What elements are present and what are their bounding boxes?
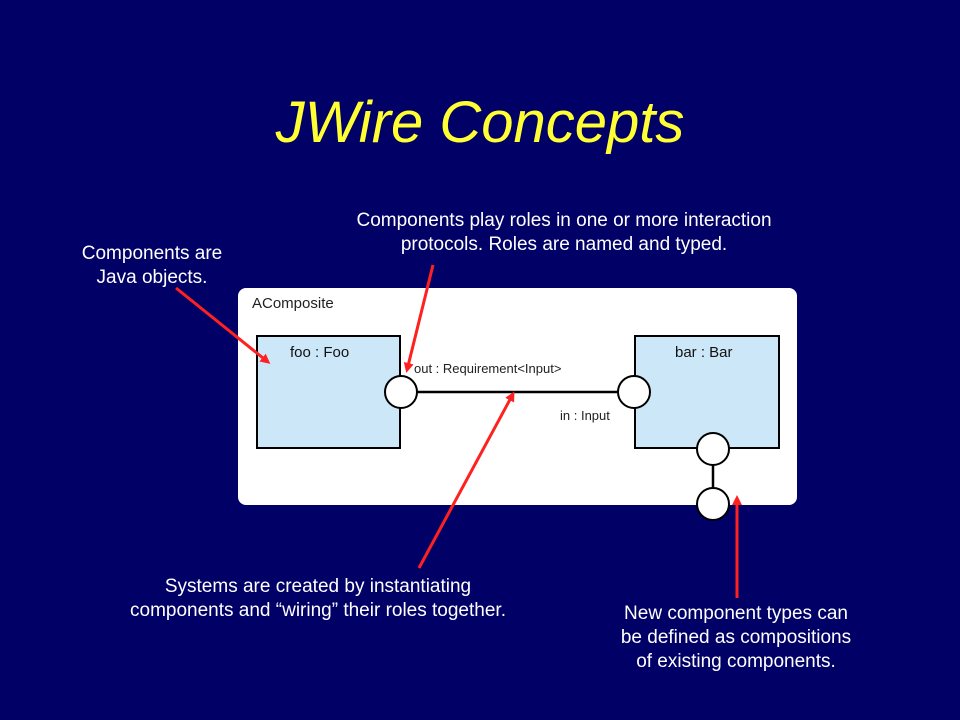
component-foo-label: foo : Foo — [290, 344, 350, 361]
callout-roles: Components play roles in one or more int… — [300, 209, 828, 257]
out-port-label: out : Requirement<Input> — [414, 361, 562, 376]
component-bar — [634, 335, 780, 449]
composite-label: AComposite — [252, 295, 334, 312]
in-port — [617, 375, 651, 409]
callout-compositions-line-3: of existing components. — [636, 651, 836, 672]
callout-compositions: New component types can be defined as co… — [586, 602, 886, 674]
arrow-wiring — [417, 391, 515, 569]
slide-title: JWire Concepts — [275, 90, 685, 155]
callout-compositions-line-1: New component types can — [624, 603, 848, 624]
composite-exposed-port — [696, 487, 730, 521]
callout-compositions-line-2: be defined as compositions — [620, 627, 852, 648]
callout-java-objects-line-1: Components are — [81, 243, 223, 264]
component-bar-label: bar : Bar — [675, 344, 733, 361]
arrow-java-objects — [175, 286, 271, 364]
callout-java-objects-line-2: Java objects. — [96, 267, 208, 288]
bar-inner-port — [696, 432, 730, 466]
callout-wiring: Systems are created by instantiating com… — [88, 575, 548, 623]
callout-wiring-line-1: Systems are created by instantiating — [164, 576, 472, 597]
in-port-label: in : Input — [560, 408, 610, 423]
callout-roles-line-1: Components play roles in one or more int… — [356, 210, 772, 231]
callout-java-objects: Components are Java objects. — [62, 242, 242, 290]
arrow-roles — [403, 264, 435, 373]
callout-roles-line-2: protocols. Roles are named and typed. — [400, 234, 728, 255]
out-port — [384, 375, 418, 409]
callout-wiring-line-2: components and “wiring” their roles toge… — [130, 600, 506, 621]
